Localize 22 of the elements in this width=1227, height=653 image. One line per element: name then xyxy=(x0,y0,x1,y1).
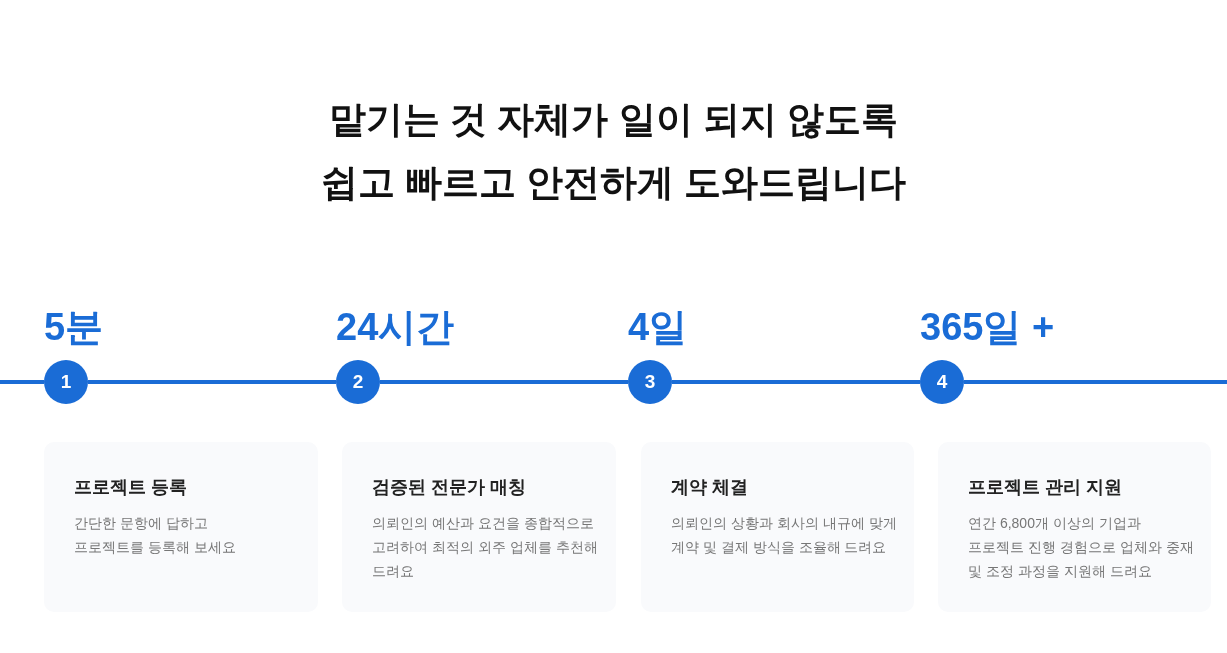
card-heading: 검증된 전문가 매칭 xyxy=(372,476,527,499)
card-heading: 프로젝트 관리 지원 xyxy=(968,476,1123,499)
step-number: 1 xyxy=(60,371,72,393)
card-description: 연간 6,800개 이상의 기업과 프로젝트 진행 경험으로 업체와 중재 및 조정 과정을 지원해 드려요 xyxy=(968,514,1194,581)
heading: 맡기는 것 자체가 일이 되지 않도록 쉽고 빠르고 안전하게 도와드립니다 xyxy=(319,98,908,205)
timeline-line xyxy=(964,380,1227,384)
step-number: 3 xyxy=(644,371,656,393)
duration-label: 365일 + xyxy=(920,305,1055,350)
duration-label: 24시간 xyxy=(336,305,455,350)
card-description: 간단한 문항에 답하고 프로젝트를 등록해 보세요 xyxy=(74,514,237,557)
card-heading: 계약 체결 xyxy=(671,476,749,499)
timeline-line xyxy=(0,380,44,384)
step-number: 4 xyxy=(936,371,948,393)
duration-label: 4일 xyxy=(628,305,688,350)
duration-label: 5분 xyxy=(44,305,104,350)
timeline-line xyxy=(380,380,628,384)
step-number: 2 xyxy=(352,371,364,393)
card-description: 의뢰인의 예산과 요건을 종합적으로 고려하여 최적의 외주 업체를 추천해 드려요 xyxy=(372,514,598,581)
card-description: 의뢰인의 상황과 회사의 내규에 맞게 계약 및 결제 방식을 조율해 드려요 xyxy=(671,514,897,557)
card-heading: 프로젝트 등록 xyxy=(74,476,188,499)
timeline-line xyxy=(672,380,920,384)
timeline-line xyxy=(88,380,336,384)
